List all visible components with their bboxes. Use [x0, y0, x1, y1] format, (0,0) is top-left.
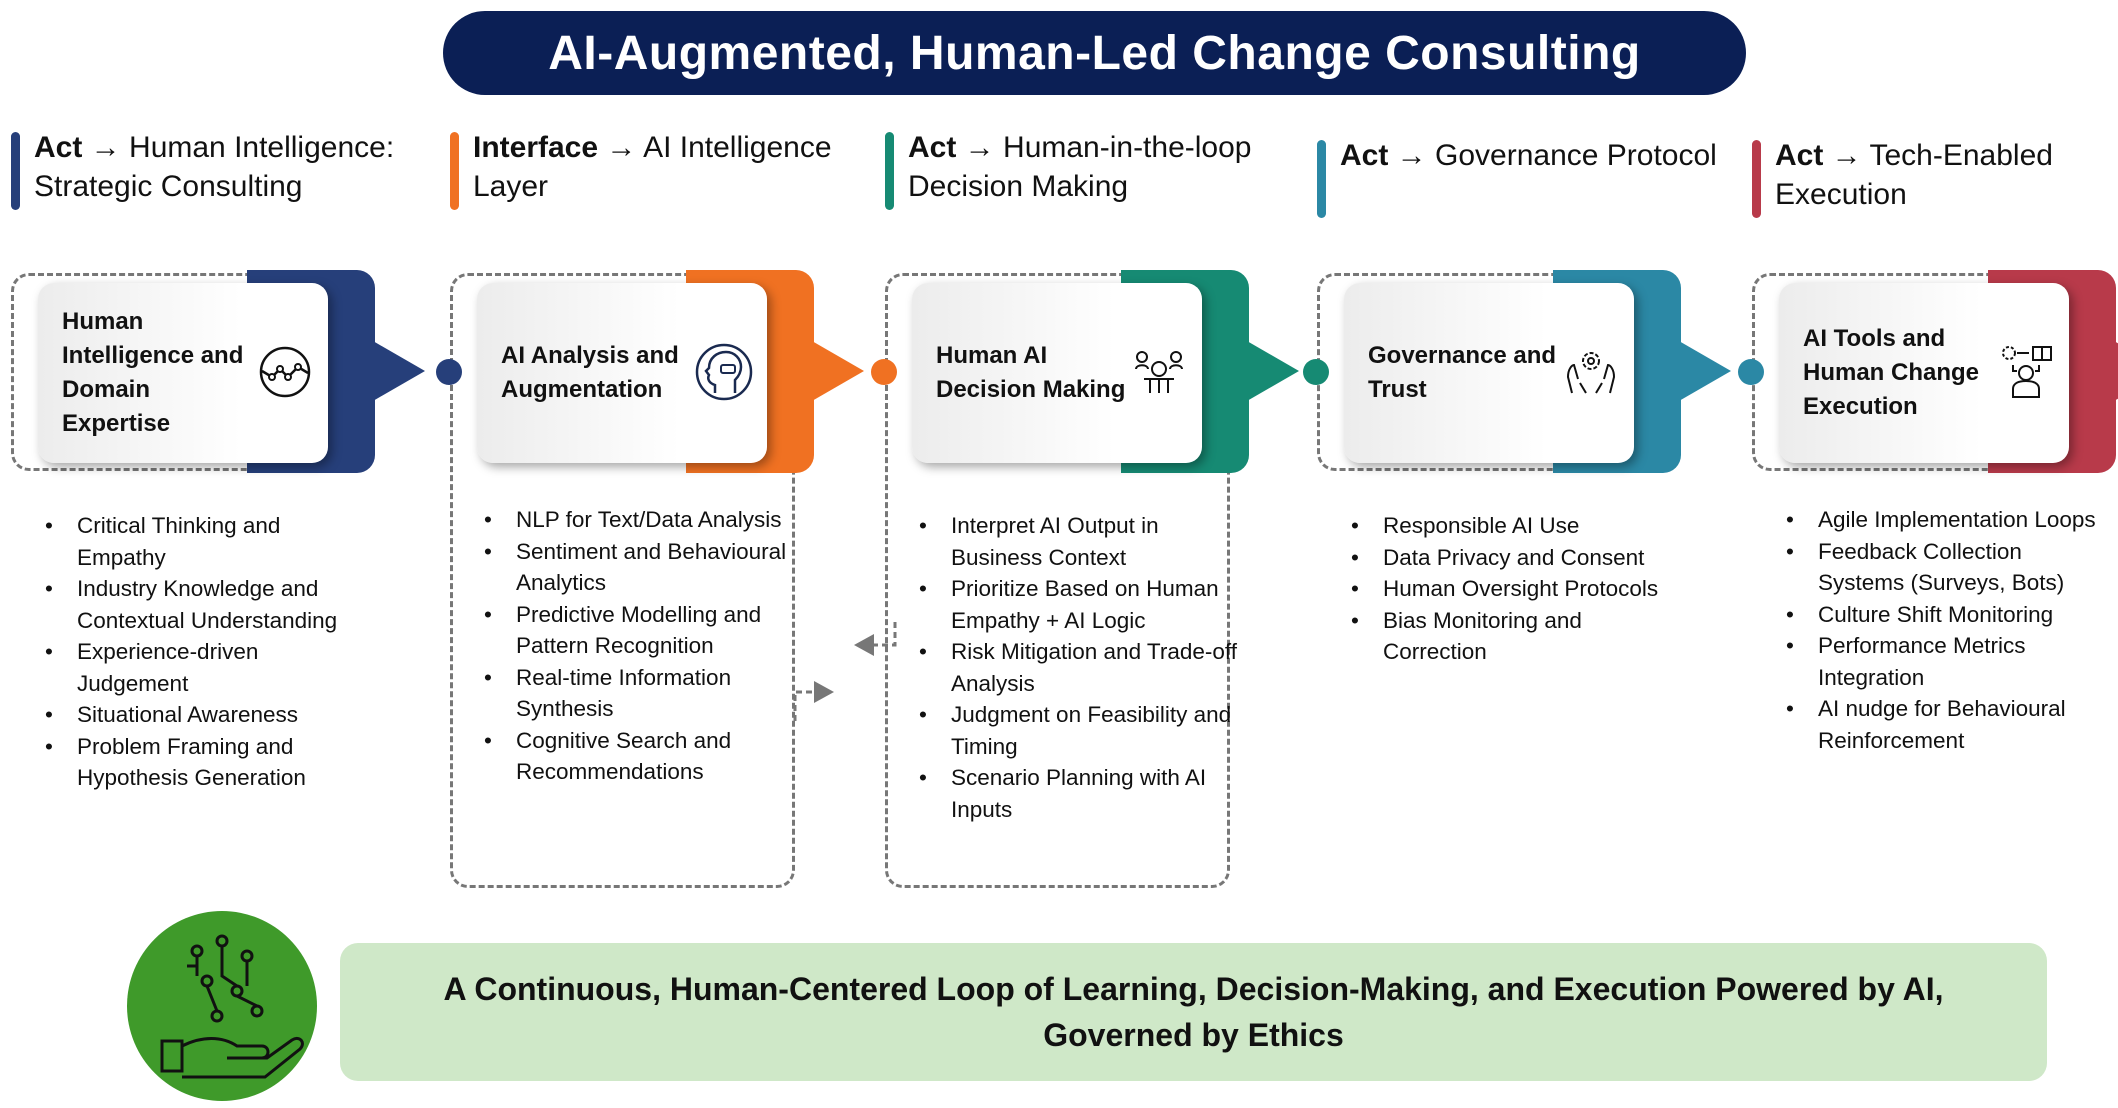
person-tools-icon: [2002, 346, 2052, 398]
bullet-item: Situational Awareness: [45, 699, 372, 731]
flow-pointer-icon: [373, 341, 425, 401]
header-rest: AI Intelligence Layer: [473, 131, 832, 203]
header-rest: Human Intelligence: Strategic Consulting: [34, 131, 395, 203]
bullet-item: Performance Metrics Integration: [1786, 630, 2113, 693]
stage-card: AI Analysis and Augmentation: [477, 283, 767, 463]
stage-bullet-list: Agile Implementation LoopsFeedback Colle…: [1786, 504, 2113, 756]
stage-card-title: Governance and Trust: [1368, 342, 1557, 403]
feedback-arrow-right-icon: [793, 681, 834, 721]
stage-header-text: Act → Tech-Enabled Execution: [1775, 136, 2118, 214]
stage-card-title: AI Tools and Human Change Execution: [1803, 325, 1980, 420]
bullet-item: Cognitive Search and Recommendations: [484, 725, 811, 788]
bullet-item: Industry Knowledge and Contextual Unders…: [45, 573, 372, 636]
header-accent-bar: [885, 132, 894, 210]
flow-pointer-icon: [2114, 341, 2118, 401]
header-accent-bar: [1317, 140, 1326, 218]
hand-circuit-icon: [160, 934, 304, 1079]
bullet-item: Experience-driven Judgement: [45, 636, 372, 699]
header-bold: Interface →: [473, 131, 637, 164]
bullet-item: NLP for Text/Data Analysis: [484, 504, 811, 536]
bullet-item: Predictive Modelling and Pattern Recogni…: [484, 599, 811, 662]
stage-card: Human Intelligence and Domain Expertise: [38, 283, 328, 463]
stage-bullet-list: NLP for Text/Data AnalysisSentiment and …: [484, 504, 811, 788]
stage-bullet-list: Interpret AI Output in Business ContextP…: [919, 510, 1246, 825]
bullet-item: Culture Shift Monitoring: [1786, 599, 2113, 631]
bullet-item: Interpret AI Output in Business Context: [919, 510, 1246, 573]
network-chart-icon: [259, 346, 311, 398]
bullet-item: Bias Monitoring and Correction: [1351, 605, 1678, 668]
bullet-item: Real-time Information Synthesis: [484, 662, 811, 725]
connector-dot: [871, 359, 897, 385]
bullet-item: Scenario Planning with AI Inputs: [919, 762, 1246, 825]
bullet-item: Problem Framing and Hypothesis Generatio…: [45, 731, 372, 794]
header-bold: Act →: [34, 131, 121, 164]
ai-head-icon: [695, 343, 753, 401]
stage-header-text: Act → Human Intelligence: Strategic Cons…: [34, 128, 424, 206]
connector-dot: [436, 359, 462, 385]
team-decision-icon: [1135, 351, 1183, 393]
stage-column-5: Act → Tech-Enabled Execution AI Tools an…: [1738, 0, 2118, 900]
flow-pointer-icon: [812, 341, 864, 401]
bullet-item: Responsible AI Use: [1351, 510, 1678, 542]
header-rest: Governance Protocol: [1426, 139, 1717, 172]
footer-banner: A Continuous, Human-Centered Loop of Lea…: [340, 943, 2047, 1081]
bullet-item: Feedback Collection Systems (Surveys, Bo…: [1786, 536, 2113, 599]
flow-pointer-icon: [1247, 341, 1299, 401]
stage-bullet-list: Critical Thinking and EmpathyIndustry Kn…: [45, 510, 372, 794]
stage-column-2: Interface → AI Intelligence Layer AI Ana…: [436, 0, 870, 900]
header-accent-bar: [11, 132, 20, 210]
bullet-item: Data Privacy and Consent: [1351, 542, 1678, 574]
bullet-item: AI nudge for Behavioural Reinforcement: [1786, 693, 2113, 756]
stage-card-title: AI Analysis and Augmentation: [501, 342, 679, 403]
header-accent-bar: [450, 132, 459, 210]
flow-pointer-icon: [1679, 341, 1731, 401]
stage-column-4: Act → Governance Protocol Governance and…: [1303, 0, 1737, 900]
stage-card: Governance and Trust: [1344, 283, 1634, 463]
stage-column-3: Act → Human-in-the-loop Decision Making …: [871, 0, 1305, 900]
connector-dot: [1738, 359, 1764, 385]
bullet-item: Prioritize Based on Human Empathy + AI L…: [919, 573, 1246, 636]
bullet-item: Critical Thinking and Empathy: [45, 510, 372, 573]
bullet-item: Human Oversight Protocols: [1351, 573, 1678, 605]
stage-card-title: Human AI Decision Making: [936, 342, 1126, 403]
page-title: AI-Augmented, Human-Led Change Consultin…: [443, 11, 1746, 95]
stage-header-text: Act → Human-in-the-loop Decision Making: [908, 128, 1298, 206]
connector-dot: [1303, 359, 1329, 385]
bullet-item: Agile Implementation Loops: [1786, 504, 2113, 536]
stage-header-text: Interface → AI Intelligence Layer: [473, 128, 863, 206]
stage-card-title: Human Intelligence and Domain Expertise: [62, 308, 244, 437]
stage-bullet-list: Responsible AI UseData Privacy and Conse…: [1351, 510, 1678, 668]
hands-gear-icon: [1566, 352, 1616, 394]
header-rest: Human-in-the-loop Decision Making: [908, 131, 1252, 203]
header-accent-bar: [1752, 140, 1761, 218]
footer-icon-circle: [127, 911, 317, 1101]
header-bold: Act →: [908, 131, 995, 164]
stage-column-1: Act → Human Intelligence: Strategic Cons…: [11, 0, 431, 900]
stage-header-text: Act → Governance Protocol: [1340, 136, 1730, 175]
header-bold: Act →: [1340, 139, 1427, 172]
stage-card: Human AI Decision Making: [912, 283, 1202, 463]
stage-card: AI Tools and Human Change Execution: [1779, 283, 2069, 463]
bullet-item: Sentiment and Behavioural Analytics: [484, 536, 811, 599]
bullet-item: Risk Mitigation and Trade-off Analysis: [919, 636, 1246, 699]
bullet-item: Judgment on Feasibility and Timing: [919, 699, 1246, 762]
feedback-arrow-left-icon: [854, 622, 897, 656]
header-rest: Tech-Enabled Execution: [1775, 139, 2053, 211]
header-bold: Act →: [1775, 139, 1862, 172]
